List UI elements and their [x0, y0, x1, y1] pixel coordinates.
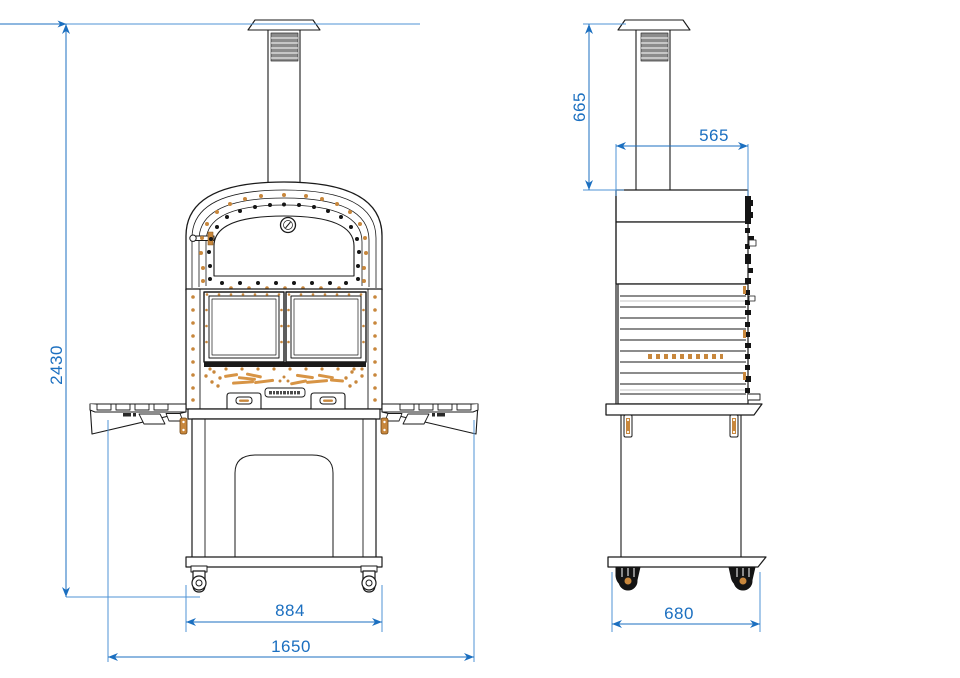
side-body: [615, 189, 749, 405]
drawer-handles: [226, 392, 346, 410]
oven-dome: [185, 181, 383, 291]
dimension-cart-width: [185, 585, 383, 632]
caster-front-left: [190, 565, 208, 593]
caster-side-left: [615, 566, 641, 591]
dimension-chimney-height-label: 665: [570, 92, 589, 122]
side-hardware-column: [743, 196, 761, 401]
dimension-overall-width: [107, 420, 475, 662]
chimney-front: [247, 19, 321, 185]
side-cart-frame: [607, 415, 767, 568]
ember-bed: [204, 370, 364, 388]
caster-side-right: [728, 566, 756, 591]
dimension-layer: [0, 20, 761, 662]
dimension-overall-width-label: 1650: [271, 637, 311, 656]
side-worktop: [605, 403, 763, 438]
chimney-side: [617, 19, 691, 190]
oven-doors: [203, 291, 367, 371]
cart-cabinet: [185, 418, 383, 568]
shelf-hinge-left: [179, 417, 188, 435]
caster-front-right: [360, 565, 378, 593]
shelf-bracket-side-right: [729, 414, 739, 438]
right-side-shelf: [380, 403, 479, 435]
brand-badge: [264, 387, 306, 398]
left-side-shelf: [89, 403, 188, 435]
dimension-text-layer: 2430 884 1650 665 565 680: [47, 92, 729, 656]
dimension-overall-height-label: 2430: [47, 345, 66, 385]
shelf-bracket-side-left: [623, 414, 633, 438]
dimension-cart-depth-label: 680: [664, 604, 694, 623]
shelf-hinge-right: [380, 417, 389, 435]
dimension-cart-depth: [611, 572, 761, 632]
dimension-body-depth: [615, 142, 749, 196]
worktop: [187, 408, 381, 420]
dimension-body-depth-label: 565: [699, 126, 729, 145]
dimension-cart-width-label: 884: [275, 601, 305, 620]
dimension-chimney-height: [583, 23, 626, 191]
front-view: [89, 19, 479, 593]
side-view: [605, 19, 767, 591]
dimension-overall-height: [0, 20, 420, 598]
